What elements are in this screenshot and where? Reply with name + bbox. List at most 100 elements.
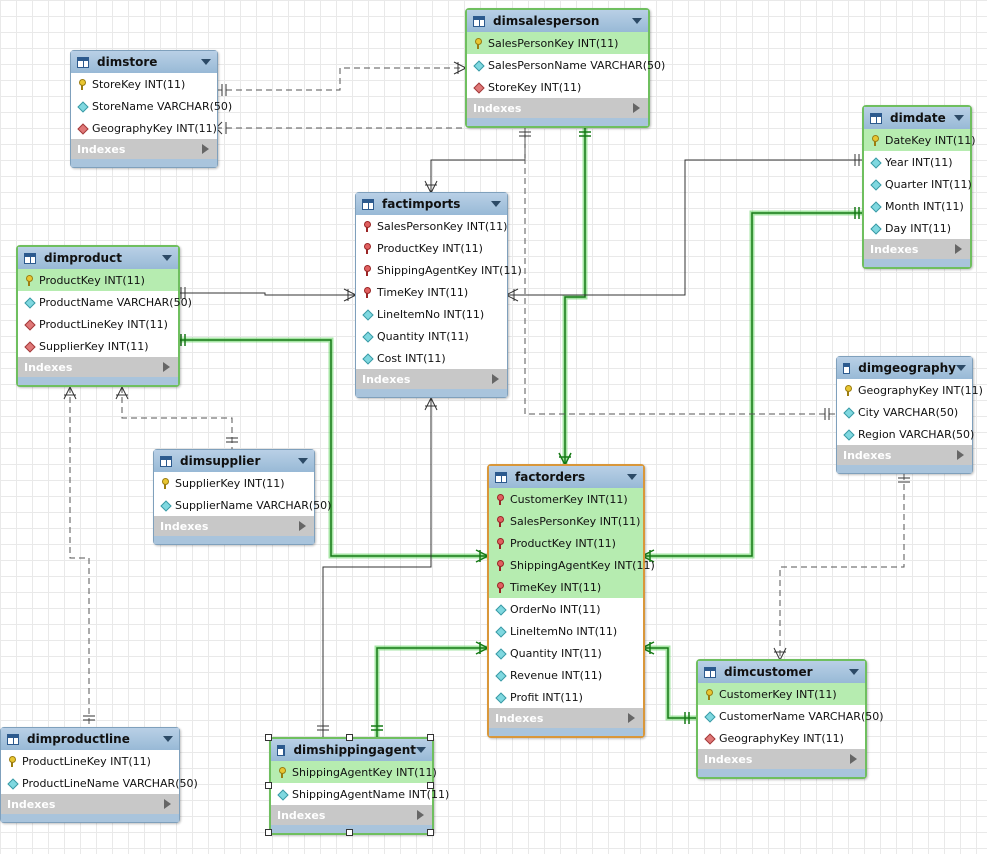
- column-row[interactable]: StoreKey INT(11): [467, 76, 648, 98]
- indexes-section[interactable]: Indexes: [1, 794, 179, 814]
- column-row[interactable]: TimeKey INT(11): [489, 576, 643, 598]
- column-row[interactable]: Quantity INT(11): [489, 642, 643, 664]
- column-row[interactable]: ProductLineKey INT(11): [1, 750, 179, 772]
- indexes-section[interactable]: Indexes: [698, 749, 865, 769]
- resize-handle-n[interactable]: [346, 734, 353, 741]
- expand-arrow-icon[interactable]: [417, 810, 424, 820]
- column-row[interactable]: Quarter INT(11): [864, 173, 972, 195]
- table-menu-chevron-down-icon[interactable]: [162, 255, 172, 261]
- table-menu-chevron-down-icon[interactable]: [491, 201, 501, 207]
- indexes-section[interactable]: Indexes: [489, 708, 643, 728]
- column-row[interactable]: Profit INT(11): [489, 686, 643, 708]
- resize-handle-s[interactable]: [346, 829, 353, 836]
- column-row[interactable]: SalesPersonKey INT(11): [356, 215, 507, 237]
- column-row[interactable]: ShippingAgentKey INT(11): [356, 259, 522, 281]
- expand-arrow-icon[interactable]: [633, 103, 640, 113]
- table-header[interactable]: factorders: [489, 466, 643, 488]
- column-row[interactable]: ShippingAgentName INT(11): [271, 783, 449, 805]
- column-row[interactable]: ShippingAgentKey INT(11): [271, 761, 437, 783]
- column-row[interactable]: ProductKey INT(11): [489, 532, 643, 554]
- column-row[interactable]: CustomerName VARCHAR(50): [698, 705, 884, 727]
- column-row[interactable]: Revenue INT(11): [489, 664, 643, 686]
- column-row[interactable]: GeographyKey INT(11): [837, 379, 983, 401]
- table-header[interactable]: dimproductline: [1, 728, 179, 750]
- table-header[interactable]: factimports: [356, 193, 507, 215]
- column-row[interactable]: ProductKey INT(11): [18, 269, 178, 291]
- indexes-section[interactable]: Indexes: [467, 98, 648, 118]
- expand-arrow-icon[interactable]: [299, 521, 306, 531]
- column-row[interactable]: Year INT(11): [864, 151, 970, 173]
- column-row[interactable]: Day INT(11): [864, 217, 970, 239]
- column-row[interactable]: SalesPersonName VARCHAR(50): [467, 54, 665, 76]
- column-row[interactable]: LineItemNo INT(11): [489, 620, 643, 642]
- column-row[interactable]: City VARCHAR(50): [837, 401, 972, 423]
- column-row[interactable]: StoreName VARCHAR(50): [71, 95, 232, 117]
- table-header[interactable]: dimsalesperson: [467, 10, 648, 32]
- column-row[interactable]: SupplierKey INT(11): [18, 335, 178, 357]
- resize-handle-sw[interactable]: [265, 829, 272, 836]
- column-row[interactable]: SupplierKey INT(11): [154, 472, 314, 494]
- column-row[interactable]: ProductLineName VARCHAR(50): [1, 772, 198, 794]
- column-row[interactable]: Cost INT(11): [356, 347, 507, 369]
- resize-handle-w[interactable]: [265, 782, 272, 789]
- column-row[interactable]: GeographyKey INT(11): [698, 727, 865, 749]
- column-row[interactable]: TimeKey INT(11): [356, 281, 507, 303]
- table-menu-chevron-down-icon[interactable]: [627, 474, 637, 480]
- table-menu-chevron-down-icon[interactable]: [298, 458, 308, 464]
- table-menu-chevron-down-icon[interactable]: [416, 747, 426, 753]
- expand-arrow-icon[interactable]: [955, 244, 962, 254]
- expand-arrow-icon[interactable]: [163, 362, 170, 372]
- indexes-section[interactable]: Indexes: [71, 139, 217, 159]
- column-row[interactable]: StoreKey INT(11): [71, 73, 217, 95]
- table-header[interactable]: dimstore: [71, 51, 217, 73]
- table-header[interactable]: dimdate: [864, 107, 970, 129]
- resize-handle-e[interactable]: [427, 782, 434, 789]
- column-row[interactable]: CustomerKey INT(11): [489, 488, 643, 510]
- indexes-section[interactable]: Indexes: [154, 516, 314, 536]
- table-header[interactable]: dimshippingagent: [271, 739, 432, 761]
- table-header[interactable]: dimsupplier: [154, 450, 314, 472]
- column-row[interactable]: LineItemNo INT(11): [356, 303, 507, 325]
- table-menu-chevron-down-icon[interactable]: [632, 18, 642, 24]
- expand-arrow-icon[interactable]: [850, 754, 857, 764]
- expand-arrow-icon[interactable]: [628, 713, 635, 723]
- column-row[interactable]: CustomerKey INT(11): [698, 683, 865, 705]
- table-menu-chevron-down-icon[interactable]: [849, 669, 859, 675]
- column-row[interactable]: Quantity INT(11): [356, 325, 507, 347]
- indexes-section[interactable]: Indexes: [18, 357, 178, 377]
- table-menu-chevron-down-icon[interactable]: [956, 365, 966, 371]
- resize-handle-nw[interactable]: [265, 734, 272, 741]
- column-row[interactable]: DateKey INT(11): [864, 129, 976, 151]
- column-row[interactable]: Month INT(11): [864, 195, 970, 217]
- table-header[interactable]: dimgeography: [837, 357, 972, 379]
- indexes-section[interactable]: Indexes: [271, 805, 432, 825]
- expand-arrow-icon[interactable]: [164, 799, 171, 809]
- column-row[interactable]: OrderNo INT(11): [489, 598, 643, 620]
- expand-arrow-icon[interactable]: [202, 144, 209, 154]
- expand-arrow-icon[interactable]: [957, 450, 964, 460]
- column-row[interactable]: ProductName VARCHAR(50): [18, 291, 192, 313]
- indexes-section[interactable]: Indexes: [864, 239, 970, 259]
- column-row[interactable]: SupplierName VARCHAR(50): [154, 494, 331, 516]
- table-header[interactable]: dimproduct: [18, 247, 178, 269]
- column-row[interactable]: SalesPersonKey INT(11): [467, 32, 648, 54]
- table-menu-chevron-down-icon[interactable]: [163, 736, 173, 742]
- column-row[interactable]: ShippingAgentKey INT(11): [489, 554, 655, 576]
- column-row[interactable]: ProductKey INT(11): [356, 237, 507, 259]
- table-header[interactable]: dimcustomer: [698, 661, 865, 683]
- resize-handle-ne[interactable]: [427, 734, 434, 741]
- column-row[interactable]: ProductLineKey INT(11): [18, 313, 178, 335]
- column-row[interactable]: SalesPersonKey INT(11): [489, 510, 643, 532]
- column-row[interactable]: Region VARCHAR(50): [837, 423, 974, 445]
- indexes-section[interactable]: Indexes: [356, 369, 507, 389]
